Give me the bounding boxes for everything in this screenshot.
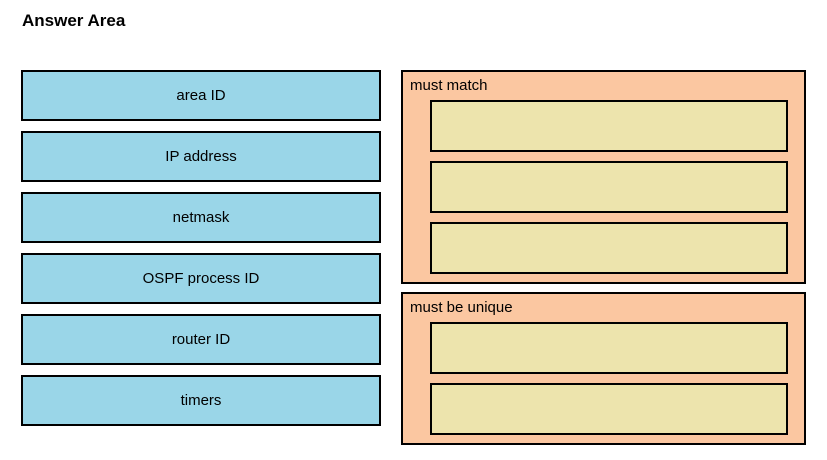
- group-label-must-match: must match: [410, 77, 488, 94]
- group-label-must-be-unique: must be unique: [410, 299, 513, 316]
- drop-slot-must-match-2[interactable]: [430, 161, 788, 213]
- drop-slot-must-match-1[interactable]: [430, 100, 788, 152]
- page-title: Answer Area: [22, 11, 126, 30]
- drag-token-router-id[interactable]: router ID: [21, 314, 381, 365]
- slot-list-must-match: [430, 100, 788, 274]
- drop-slot-must-match-3[interactable]: [430, 222, 788, 274]
- drop-group-must-be-unique: must be unique: [401, 292, 806, 445]
- drop-slot-must-be-unique-1[interactable]: [430, 322, 788, 374]
- drag-token-ospf-process-id[interactable]: OSPF process ID: [21, 253, 381, 304]
- drag-token-netmask[interactable]: netmask: [21, 192, 381, 243]
- drop-slot-must-be-unique-2[interactable]: [430, 383, 788, 435]
- drag-token-timers[interactable]: timers: [21, 375, 381, 426]
- slot-list-must-be-unique: [430, 322, 788, 435]
- drop-group-must-match: must match: [401, 70, 806, 284]
- group-column: must match must be unique: [401, 70, 806, 445]
- token-column: area ID IP address netmask OSPF process …: [21, 70, 381, 426]
- drag-token-area-id[interactable]: area ID: [21, 70, 381, 121]
- drag-token-ip-address[interactable]: IP address: [21, 131, 381, 182]
